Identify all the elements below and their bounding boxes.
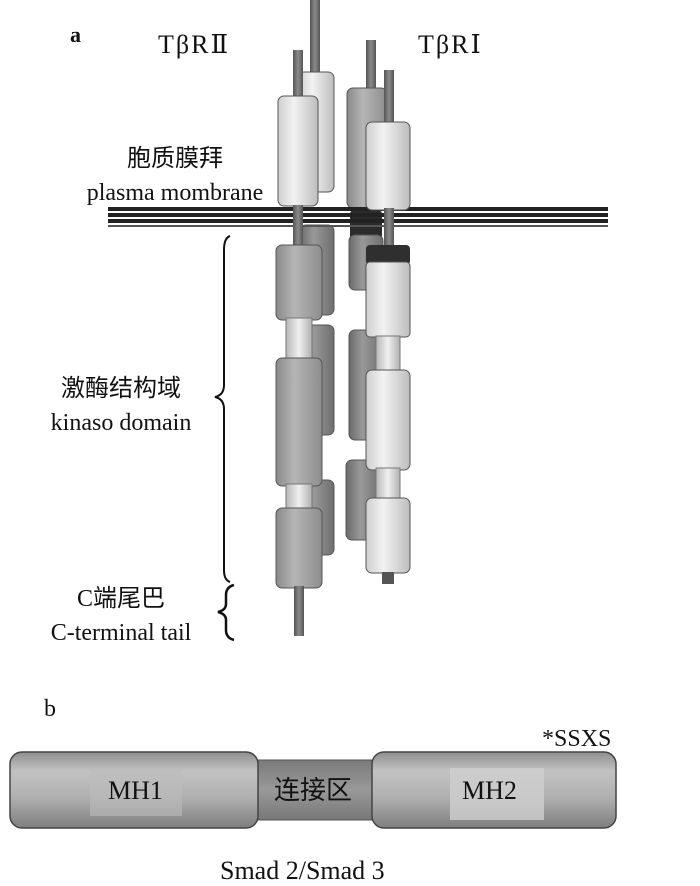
kinase-domain-brace bbox=[214, 235, 231, 583]
tail-label-cn: C端尾巴 bbox=[76, 586, 165, 612]
rod bbox=[384, 208, 394, 248]
membrane-label-en: plasma mombrane bbox=[86, 180, 264, 206]
cylinder bbox=[365, 497, 411, 574]
c-terminal-tail bbox=[294, 586, 304, 636]
neck bbox=[375, 335, 401, 377]
rod bbox=[384, 70, 394, 130]
cylinder bbox=[275, 357, 323, 487]
cylinder bbox=[275, 507, 323, 589]
cylinder bbox=[365, 369, 411, 471]
rod bbox=[293, 205, 303, 255]
c-terminal-tail bbox=[382, 572, 394, 584]
kinase-domain-label: 激酶结构域 kinaso domain bbox=[28, 372, 214, 440]
receptor-ii-front-chain bbox=[275, 50, 323, 636]
mh1-label: MH1 bbox=[108, 776, 163, 805]
kinase-label-cn: 激酶结构域 bbox=[61, 376, 181, 402]
neck bbox=[375, 467, 401, 504]
receptor-type-i-label: TβRⅠ bbox=[418, 30, 483, 59]
cylinder bbox=[277, 95, 319, 207]
plasma-membrane bbox=[108, 207, 608, 227]
tail-label-en: C-terminal tail bbox=[50, 620, 192, 646]
mh2-label: MH2 bbox=[462, 776, 517, 805]
kinase-label-en: kinaso domain bbox=[50, 410, 192, 436]
rod bbox=[366, 40, 376, 100]
cylinder bbox=[275, 244, 323, 321]
c-terminal-tail-brace bbox=[217, 583, 235, 642]
panel-b-letter: b bbox=[44, 696, 56, 722]
smad-caption: Smad 2/Smad 3 bbox=[220, 856, 385, 885]
linker-label: 连接区 bbox=[274, 776, 353, 805]
gs-domain bbox=[366, 245, 410, 265]
membrane-label-cn: 胞质膜拜 bbox=[127, 146, 223, 172]
ssxs-motif-label: *SSXS bbox=[542, 726, 612, 752]
cylinder bbox=[365, 261, 411, 338]
rod bbox=[310, 0, 320, 80]
receptor-diagram bbox=[108, 0, 608, 642]
membrane-label: 胞质膜拜 plasma mombrane bbox=[60, 142, 290, 210]
receptor-type-ii-label: TβRⅡ bbox=[158, 30, 231, 59]
panel-a-letter: a bbox=[70, 22, 81, 47]
rod bbox=[293, 50, 303, 110]
receptor-i-front-chain bbox=[365, 70, 411, 584]
c-terminal-tail-label: C端尾巴 C-terminal tail bbox=[26, 582, 216, 650]
cylinder bbox=[365, 121, 411, 211]
neck bbox=[285, 317, 313, 364]
